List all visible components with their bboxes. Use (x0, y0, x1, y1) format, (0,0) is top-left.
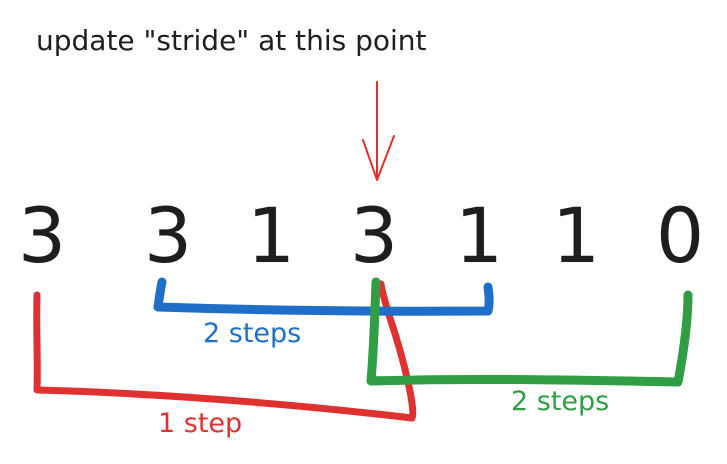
red-bracket-label: 1 step (158, 408, 242, 439)
sequence-digit: 3 (144, 191, 192, 280)
sequence-digit: 1 (247, 191, 295, 280)
blue-bracket: 2 steps (153, 277, 494, 349)
sequence-digit: 1 (552, 191, 600, 280)
green-bracket-label: 2 steps (511, 386, 609, 417)
green-bracket: 2 steps (366, 277, 693, 417)
sequence-row: 3 3 1 3 1 1 0 (18, 191, 704, 280)
sequence-digit: 3 (18, 191, 66, 280)
sequence-digit: 1 (455, 191, 503, 280)
red-bracket: 1 step (33, 280, 417, 439)
blue-bracket-label: 2 steps (203, 318, 301, 349)
caption-text: update "stride" at this point (36, 24, 427, 57)
sequence-digit: 3 (350, 191, 398, 280)
sequence-digit: 0 (656, 191, 704, 280)
down-arrow-icon (362, 81, 395, 181)
